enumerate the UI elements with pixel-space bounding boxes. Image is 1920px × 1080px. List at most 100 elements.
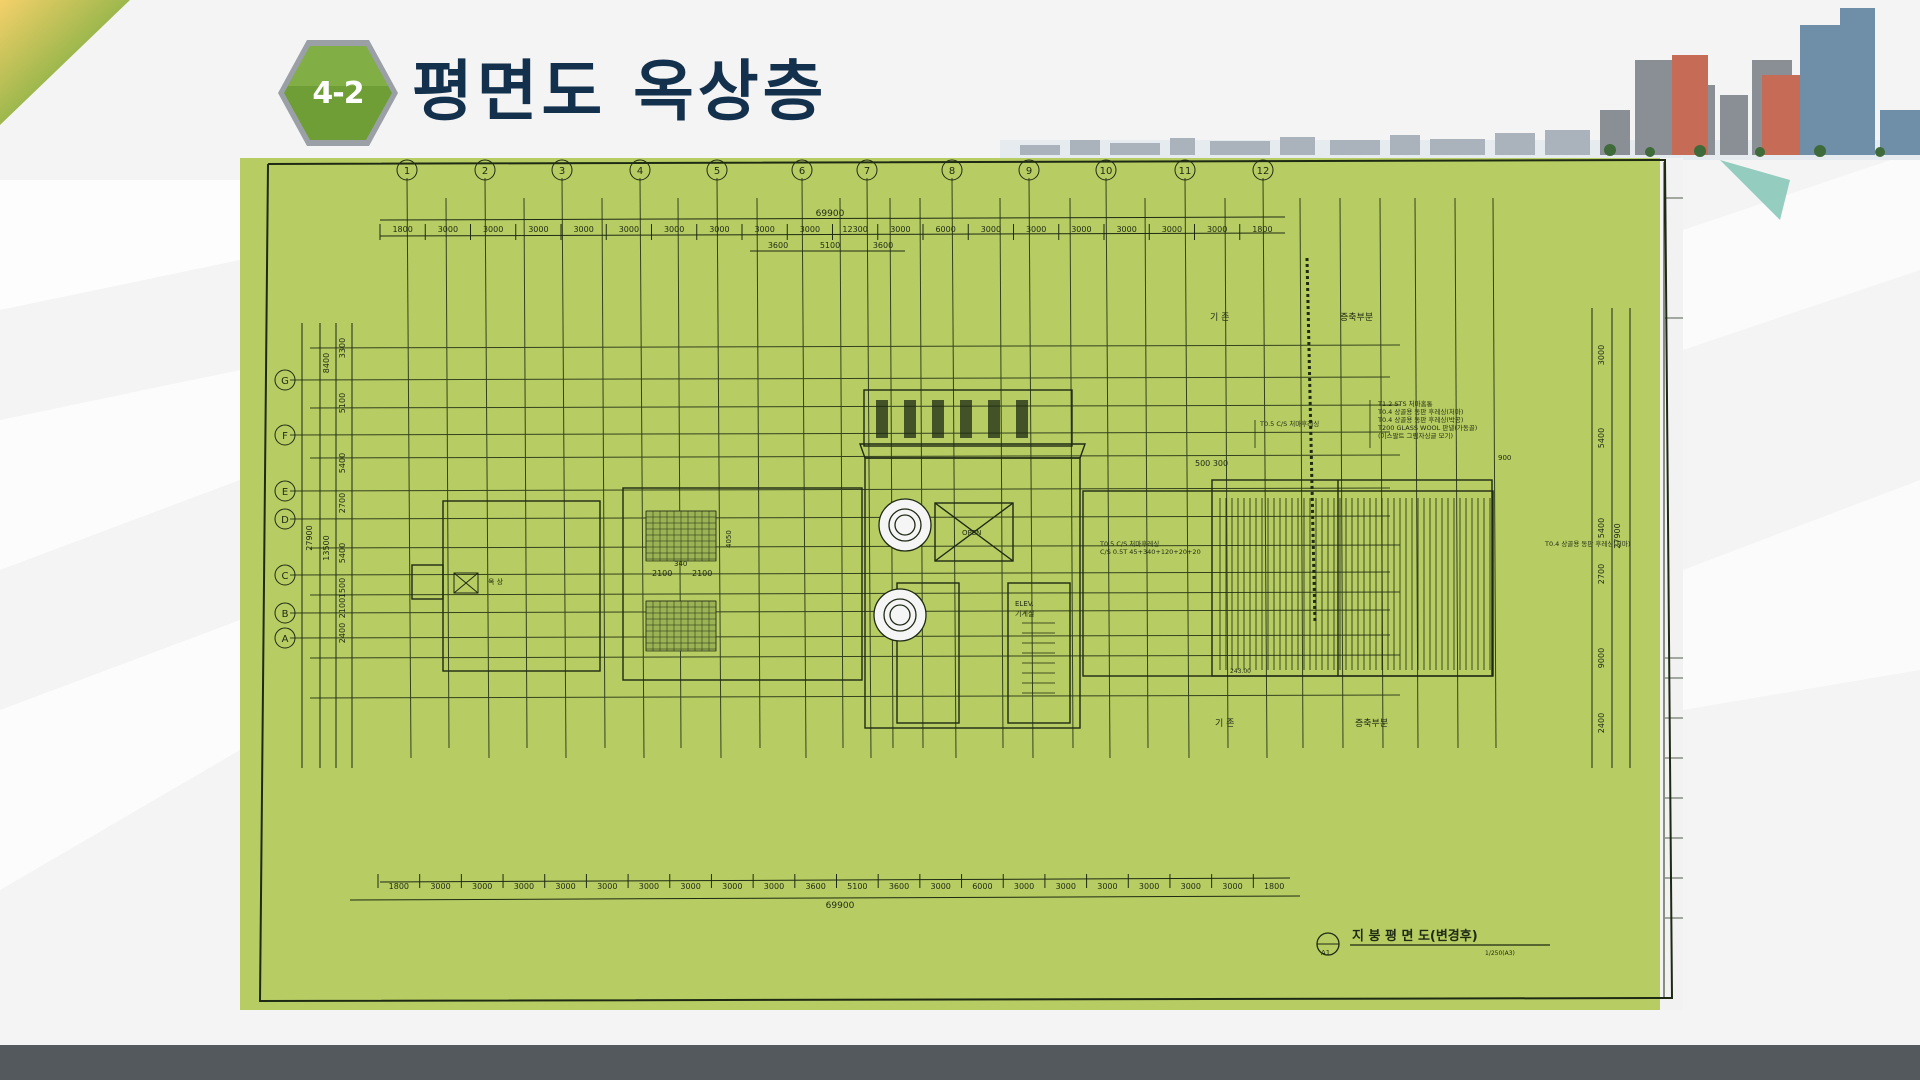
grid-row-head-E: E [274,480,296,502]
dim-bottom-20: 3000 [1222,882,1242,891]
dim-left-mid-0: 8400 [322,353,331,373]
note-cs-flashing: T0.5 C/S 처마후레싱 [1259,419,1319,428]
dim-340: 340 [674,560,687,568]
dim-bottom-9: 3000 [764,882,784,891]
dim-top-13: 3000 [981,225,1001,234]
dim-top-total: 69900 [816,209,845,219]
label-extension-bottom: 증축부분 [1355,718,1388,729]
dim-bottom-2: 3000 [472,882,492,891]
note-spec-4: T200 GLASS WOOL 판넬(가동골) [1377,423,1477,432]
grid-column-head-4: 4 [629,159,651,181]
svg-text:11: 11 [1179,166,1192,177]
label-machine-room: 기계실 [1015,609,1034,618]
dim-right-2: 5400 [1597,518,1606,538]
dim-top-15: 3000 [1071,225,1091,234]
svg-text:12: 12 [1257,166,1270,177]
label-existing-bottom: 기 존 [1215,718,1234,729]
note-spec-1: T1.2 STS 처마홈통 [1377,399,1433,408]
elevator-shaft [1007,582,1071,724]
dim-900: 900 [1498,454,1511,462]
note-spec-3: T0.4 상골용 동판 후레싱(박공) [1377,415,1463,424]
svg-text:7: 7 [864,166,870,177]
grid-row-head-F: F [274,424,296,446]
dim-bottom-12: 3600 [889,882,909,891]
dim-left-1: 5100 [338,393,347,413]
dim-bottom-15: 3000 [1014,882,1034,891]
dim-top-4: 3000 [573,225,593,234]
dim-top-11: 3000 [890,225,910,234]
drawing-title: 지 붕 평 면 도(변경후) [1352,928,1478,944]
svg-text:4: 4 [637,166,643,177]
corner-decoration [0,0,130,125]
note-spec-5: (이스팔트 그림자싱글 모기) [1378,431,1453,440]
grid-column-head-6: 6 [791,159,813,181]
note-spec-2: T0.4 상골용 동판 후레싱(처마) [1377,407,1463,416]
dim-top-sub-2: 3600 [873,241,893,250]
dim-left-7: 2400 [338,623,347,643]
dim-top-19: 1800 [1252,225,1272,234]
dim-left-4: 5400 [338,543,347,563]
dim-top-5: 3000 [619,225,639,234]
grid-row-head-A: A [274,627,296,649]
svg-text:1: 1 [404,166,410,177]
svg-text:6: 6 [799,166,805,177]
grid-row-head-D: D [274,508,296,530]
dim-top-sub-0: 3600 [768,241,788,250]
dim-top-sub-1: 5100 [820,241,840,250]
dim-left-3: 2700 [338,493,347,513]
label-roof: 옥 상 [488,577,504,586]
dim-right-4: 9000 [1597,648,1606,668]
svg-text:E: E [282,487,288,498]
dim-2100-b: 2100 [692,569,712,578]
svg-text:9: 9 [1026,166,1032,177]
svg-text:10: 10 [1100,166,1113,177]
dim-right-5: 2400 [1597,713,1606,733]
city-skyline-image [1000,8,1920,160]
label-elev: ELEV. [1015,600,1034,608]
dim-top-0: 1800 [392,225,412,234]
dim-top-9: 3000 [800,225,820,234]
dim-left-2: 5400 [338,453,347,473]
dim-top-18: 3000 [1207,225,1227,234]
dim-left-0: 3300 [338,338,347,358]
dim-bottom-18: 3000 [1139,882,1159,891]
grid-column-head-11: 11 [1174,159,1196,181]
dim-top-6: 3000 [664,225,684,234]
dim-bottom-0: 1800 [389,882,409,891]
dim-top-17: 3000 [1162,225,1182,234]
dim-top-16: 3000 [1116,225,1136,234]
dim-right-3: 2700 [1597,564,1606,584]
dim-top-14: 3000 [1026,225,1046,234]
svg-text:A: A [282,634,289,645]
grid-column-head-9: 9 [1018,159,1040,181]
stair-left [896,582,960,724]
svg-text:2: 2 [482,166,488,177]
dim-top-12: 6000 [935,225,955,234]
page-title: 평면도 옥상층 [412,52,828,130]
dim-4050: 4050 [725,530,733,548]
dim-bottom-7: 3000 [680,882,700,891]
dim-bottom-1: 3000 [430,882,450,891]
svg-text:G: G [281,376,289,387]
svg-text:F: F [282,431,288,442]
dim-left-total: 27900 [305,525,314,550]
dim-bottom-8: 3000 [722,882,742,891]
dim-bottom-17: 3000 [1097,882,1117,891]
note-right-flashing: T0.4 상골용 동판 후레싱(처마) [1544,539,1630,548]
grid-column-head-3: 3 [551,159,573,181]
grid-column-head-5: 5 [706,159,728,181]
label-open: OPEN [962,529,981,537]
footer-bar [0,1045,1920,1080]
drawing-scale: 1/250(A3) [1485,950,1515,957]
dim-bottom-6: 3000 [639,882,659,891]
svg-text:D: D [281,515,289,526]
grid-column-head-2: 2 [474,159,496,181]
svg-text:C: C [282,571,289,582]
dim-top-1: 3000 [438,225,458,234]
dim-top-10: 12300 [842,225,867,234]
svg-text:B: B [282,609,289,620]
dim-2100-a: 2100 [652,569,672,578]
section-badge-icon [278,40,398,146]
dim-bottom-10: 3600 [805,882,825,891]
